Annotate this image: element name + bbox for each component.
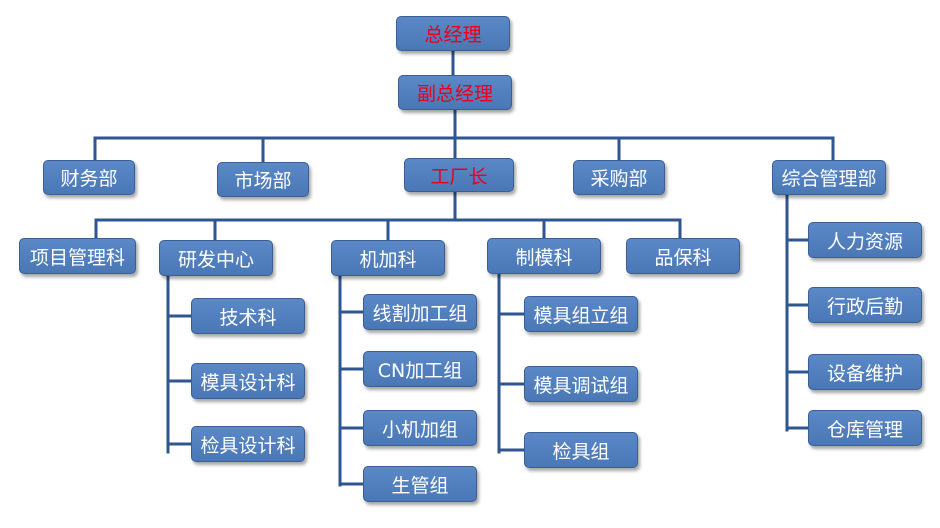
node-fixture-design-section: 检具设计科 xyxy=(191,426,305,462)
node-rd-center: 研发中心 xyxy=(159,240,273,276)
node-marketing-dept: 市场部 xyxy=(217,162,309,197)
node-finance-dept: 财务部 xyxy=(43,160,135,195)
node-mold-assembly-group: 模具组立组 xyxy=(524,296,638,332)
node-wire-cutting-group: 线割加工组 xyxy=(363,294,477,330)
node-machining-section: 机加科 xyxy=(331,240,445,276)
node-small-machine-group: 小机加组 xyxy=(363,410,477,446)
node-administration: 行政后勤 xyxy=(808,287,922,323)
node-factory-director: 工厂长 xyxy=(404,158,514,192)
node-project-mgmt-section: 项目管理科 xyxy=(19,238,136,274)
node-mold-making-section: 制模科 xyxy=(487,238,601,274)
node-mold-debug-group: 模具调试组 xyxy=(524,366,638,402)
node-human-resources: 人力资源 xyxy=(808,222,922,258)
node-general-manager: 总经理 xyxy=(396,16,510,51)
node-production-mgmt-group: 生管组 xyxy=(363,466,477,502)
node-warehouse-mgmt: 仓库管理 xyxy=(808,410,922,446)
node-cnc-group: CN加工组 xyxy=(363,351,477,387)
node-deputy-general-manager: 副总经理 xyxy=(398,75,512,110)
node-equipment-maintenance: 设备维护 xyxy=(808,354,922,390)
node-mold-design-section: 模具设计科 xyxy=(191,363,305,399)
node-general-admin-dept: 综合管理部 xyxy=(772,160,886,195)
node-fixture-group: 检具组 xyxy=(524,432,638,468)
node-quality-section: 品保科 xyxy=(626,238,740,274)
node-purchasing-dept: 采购部 xyxy=(573,160,665,195)
node-technology-section: 技术科 xyxy=(191,298,305,334)
